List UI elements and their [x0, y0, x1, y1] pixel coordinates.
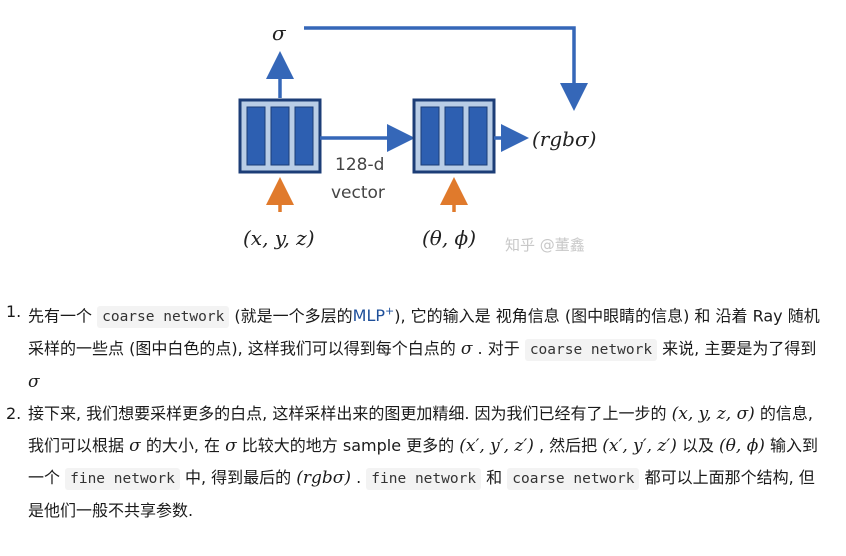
inline-code: fine network [65, 468, 180, 491]
list-number: 2. [6, 404, 22, 424]
text: 以及 [681, 436, 714, 456]
vector-dim-label: 128-d [335, 155, 384, 175]
list-number: 1. [6, 302, 22, 321]
text: 接下来, 我们想要采样更多的白点, 这样采样出来的图更加精细. 因为我们已经有了… [28, 404, 667, 424]
math-expr: (x, y, z, σ) [671, 404, 755, 425]
inline-code: coarse network [524, 339, 658, 362]
math-expr: (x′, y′, z′) [602, 436, 677, 457]
nerf-network-diagram: σ (rgbσ) 128-d vector (x, y, z) (θ, ϕ) 知… [238, 21, 596, 254]
link-mark: + [385, 305, 395, 318]
inline-code: coarse network [97, 306, 230, 329]
inline-code: coarse network [507, 468, 640, 491]
sigma-feedback-arrow [304, 26, 588, 111]
text: 来说, 主要是为了得到 [662, 339, 817, 359]
text: ), 它的输入是 视角信息 (图中眼睛的信息) 和 沿着 Ray 随机采样的一些… [28, 306, 820, 359]
text: , 然后把 [538, 436, 598, 456]
math-sigma: σ [28, 372, 40, 393]
math-sigma: σ [460, 339, 473, 360]
list-item: 1. 先有一个 coarse network (就是一个多层的MLP+), 它的… [0, 296, 846, 398]
list-item: 2. 接下来, 我们想要采样更多的白点, 这样采样出来的图更加精细. 因为我们已… [0, 398, 846, 527]
text: (就是一个多层的 [234, 306, 353, 326]
text: 先有一个 [28, 306, 93, 326]
explanation-list: 1. 先有一个 coarse network (就是一个多层的MLP+), 它的… [0, 296, 846, 527]
text: . 对于 [477, 339, 520, 359]
mlp-link[interactable]: MLP+ [352, 305, 395, 326]
watermark: 知乎 @董鑫 [505, 236, 585, 254]
text: . [356, 468, 362, 488]
rgb-sigma-output-label: (rgbσ) [532, 127, 596, 151]
vector-label: vector [331, 183, 385, 203]
math-sigma: σ [225, 436, 237, 457]
text: 和 [486, 468, 503, 488]
fine-mlp-block [412, 98, 496, 174]
math-sigma: σ [129, 436, 141, 457]
math-expr: (x′, y′, z′) [459, 436, 534, 457]
math-expr: (θ, ϕ) [719, 436, 765, 457]
inline-code: fine network [366, 468, 482, 491]
text: 输入到一个 [28, 436, 819, 488]
position-input-label: (x, y, z) [243, 226, 315, 250]
text: 的信息, 我们可以根据 [28, 404, 813, 456]
view-direction-input-label: (θ, ϕ) [422, 226, 476, 250]
text: 的大小, 在 [145, 436, 220, 456]
sigma-label: σ [272, 21, 287, 45]
math-expr: (rgbσ) [296, 468, 352, 489]
coarse-mlp-block [238, 98, 322, 174]
text: 都可以上面那个结构, 但是他们一般不共享参数. [28, 468, 815, 521]
text: 比较大的地方 sample 更多的 [241, 436, 455, 456]
text: 中, 得到最后的 [184, 468, 292, 488]
